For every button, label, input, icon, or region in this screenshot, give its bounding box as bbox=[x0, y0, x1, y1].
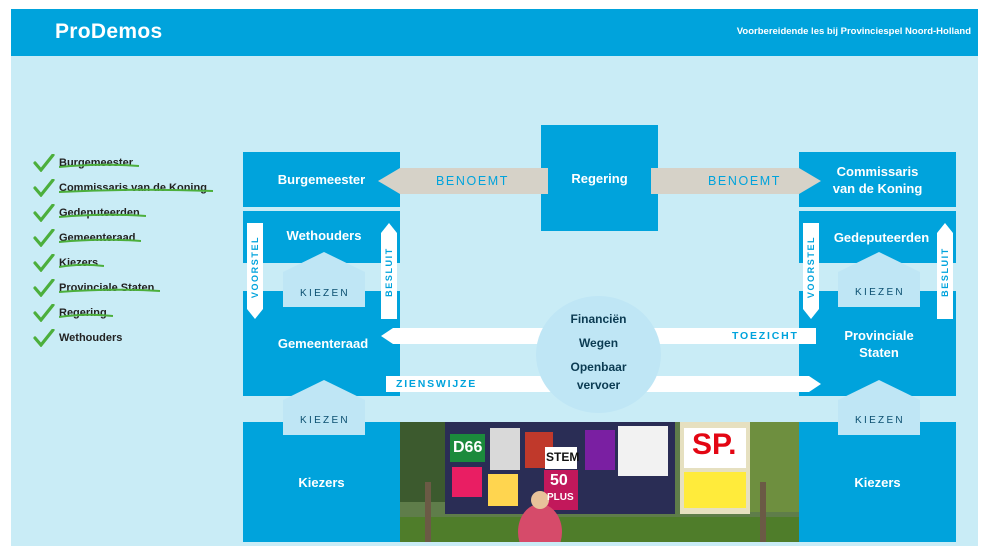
strikethrough-mark bbox=[59, 163, 139, 168]
staten-label-1: Provinciale bbox=[844, 328, 914, 343]
topic-openbaar: Openbaar bbox=[570, 360, 627, 374]
checkmark-icon bbox=[33, 228, 55, 247]
gemeenteraad-label: Gemeenteraad bbox=[277, 336, 369, 351]
benoemt-left-text: BENOEMT bbox=[436, 174, 510, 188]
commissaris-label-2: van de Koning bbox=[832, 180, 923, 196]
checklist-item: Provinciale Staten bbox=[33, 275, 207, 300]
kiezen-arrow-gemeenteraad bbox=[283, 380, 365, 435]
checkmark-icon bbox=[33, 203, 55, 222]
kiezen-wethouders-text: KIEZEN bbox=[300, 288, 350, 299]
checkmark-icon bbox=[33, 178, 55, 197]
checkmark-icon bbox=[33, 153, 55, 172]
strikethrough-mark bbox=[59, 313, 113, 318]
checkmark-icon bbox=[33, 303, 55, 322]
kiezers-gemeente-label: Kiezers bbox=[298, 474, 345, 490]
checklist-item: Gedeputeerden bbox=[33, 200, 207, 225]
checklist-item: Commissaris van de Koning bbox=[33, 175, 213, 200]
kiezen-arrow-gedeputeerden bbox=[838, 252, 920, 307]
prodemos-logo: ProDemos bbox=[55, 20, 163, 43]
kiezen-arrow-staten bbox=[838, 380, 920, 435]
kiezen-staten-text: KIEZEN bbox=[855, 415, 905, 426]
checklist-item-label: Wethouders bbox=[59, 331, 123, 344]
checklist-item: Burgemeester bbox=[33, 150, 207, 175]
regering-box: Regering bbox=[541, 125, 658, 231]
slide-subtitle: Voorbereidende les bij Provinciespel Noo… bbox=[736, 26, 971, 37]
commissaris-label-1: Commissaris bbox=[836, 163, 919, 179]
voorstel-right-text: VOORSTEL bbox=[806, 235, 816, 299]
topic-vervoer: vervoer bbox=[576, 378, 621, 392]
benoemt-arrow-left bbox=[378, 168, 548, 194]
wethouders-label: Wethouders bbox=[286, 228, 362, 243]
besluit-right-text: BESLUIT bbox=[940, 247, 950, 297]
voorstel-arrow-left bbox=[247, 223, 263, 319]
besluit-arrow-left bbox=[381, 223, 397, 319]
checklist-item: Gemeenteraad bbox=[33, 225, 207, 250]
kiezen-gemeenteraad-text: KIEZEN bbox=[300, 415, 350, 426]
topic-wegen: Wegen bbox=[578, 336, 619, 350]
kiezers-gemeente-box: Kiezers bbox=[243, 422, 400, 542]
strikethrough-mark bbox=[59, 188, 213, 193]
header-bar: ProDemos Voorbereidende les bij Provinci… bbox=[11, 9, 978, 56]
topic-financien: Financiën bbox=[570, 312, 627, 326]
checkmark-icon bbox=[33, 253, 55, 272]
policy-topics-circle: Financiën Wegen Openbaar vervoer bbox=[536, 296, 661, 413]
zienswijze-text: ZIENSWIJZE bbox=[396, 378, 478, 390]
checklist-item: Regering bbox=[33, 300, 207, 325]
kiezers-provincie-label: Kiezers bbox=[854, 474, 901, 490]
checkmark-icon bbox=[33, 328, 55, 347]
toezicht-text: TOEZICHT bbox=[732, 330, 799, 342]
voorstel-left-text: VOORSTEL bbox=[250, 235, 260, 299]
benoemt-right-text: BENOEMT bbox=[708, 174, 782, 188]
kiezers-provincie-box: Kiezers bbox=[799, 422, 956, 542]
kiezen-gedeputeerden-text: KIEZEN bbox=[855, 287, 905, 298]
election-posters-photo: D66 STEM 50 PLUS SP. bbox=[400, 422, 799, 542]
besluit-arrow-right bbox=[937, 223, 953, 319]
voorstel-arrow-right bbox=[803, 223, 819, 319]
besluit-left-text: BESLUIT bbox=[384, 247, 394, 297]
strikethrough-mark bbox=[59, 238, 141, 243]
strikethrough-mark bbox=[59, 263, 104, 268]
checklist-item: Wethouders bbox=[33, 325, 207, 350]
checkmark-icon bbox=[33, 278, 55, 297]
regering-label: Regering bbox=[571, 170, 628, 186]
poster-d66: D66 bbox=[453, 439, 483, 456]
poster-stem: STEM bbox=[546, 450, 580, 464]
strikethrough-mark bbox=[59, 288, 160, 293]
gedeputeerden-label: Gedeputeerden bbox=[833, 230, 930, 245]
kiezen-arrow-wethouders bbox=[283, 252, 365, 307]
benoemt-arrow-right bbox=[651, 168, 821, 194]
poster-sp: SP. bbox=[692, 428, 737, 461]
burgemeester-label: Burgemeester bbox=[277, 172, 366, 187]
burgemeester-box: Burgemeester bbox=[243, 152, 400, 207]
poster-50: 50 bbox=[550, 472, 568, 489]
poster-plus: PLUS bbox=[547, 492, 574, 503]
staten-label-2: Staten bbox=[859, 345, 899, 360]
slide: ProDemos Voorbereidende les bij Provinci… bbox=[11, 9, 978, 546]
strikethrough-mark bbox=[59, 213, 146, 218]
checklist-item: Kiezers bbox=[33, 250, 207, 275]
